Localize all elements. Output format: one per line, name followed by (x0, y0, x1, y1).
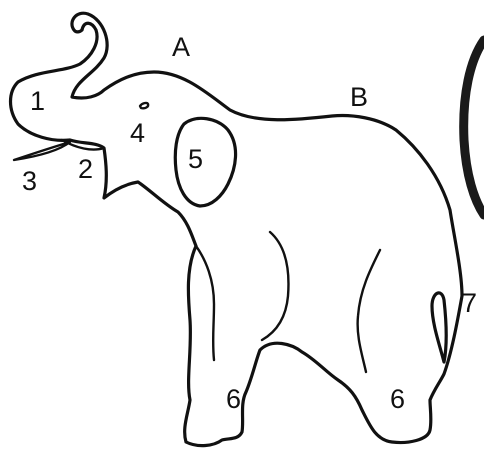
ear (175, 118, 235, 206)
label-1: 1 (30, 86, 45, 116)
front-leg-inner-line (196, 246, 214, 360)
hind-leg-inner-line (358, 250, 380, 372)
elephant-body-outline (11, 13, 463, 445)
label-6-front: 6 (226, 384, 241, 414)
label-2: 2 (78, 154, 93, 184)
tusk (14, 142, 70, 160)
belly-line (262, 232, 288, 340)
label-B: B (350, 82, 368, 112)
label-5: 5 (188, 144, 203, 174)
label-7: 7 (462, 288, 477, 318)
edge-circle-fragment (464, 40, 484, 215)
label-4: 4 (130, 118, 145, 148)
tail (432, 293, 446, 362)
label-3: 3 (22, 166, 37, 196)
label-6-hind: 6 (390, 384, 405, 414)
label-A: A (172, 32, 190, 62)
eye (140, 103, 148, 108)
